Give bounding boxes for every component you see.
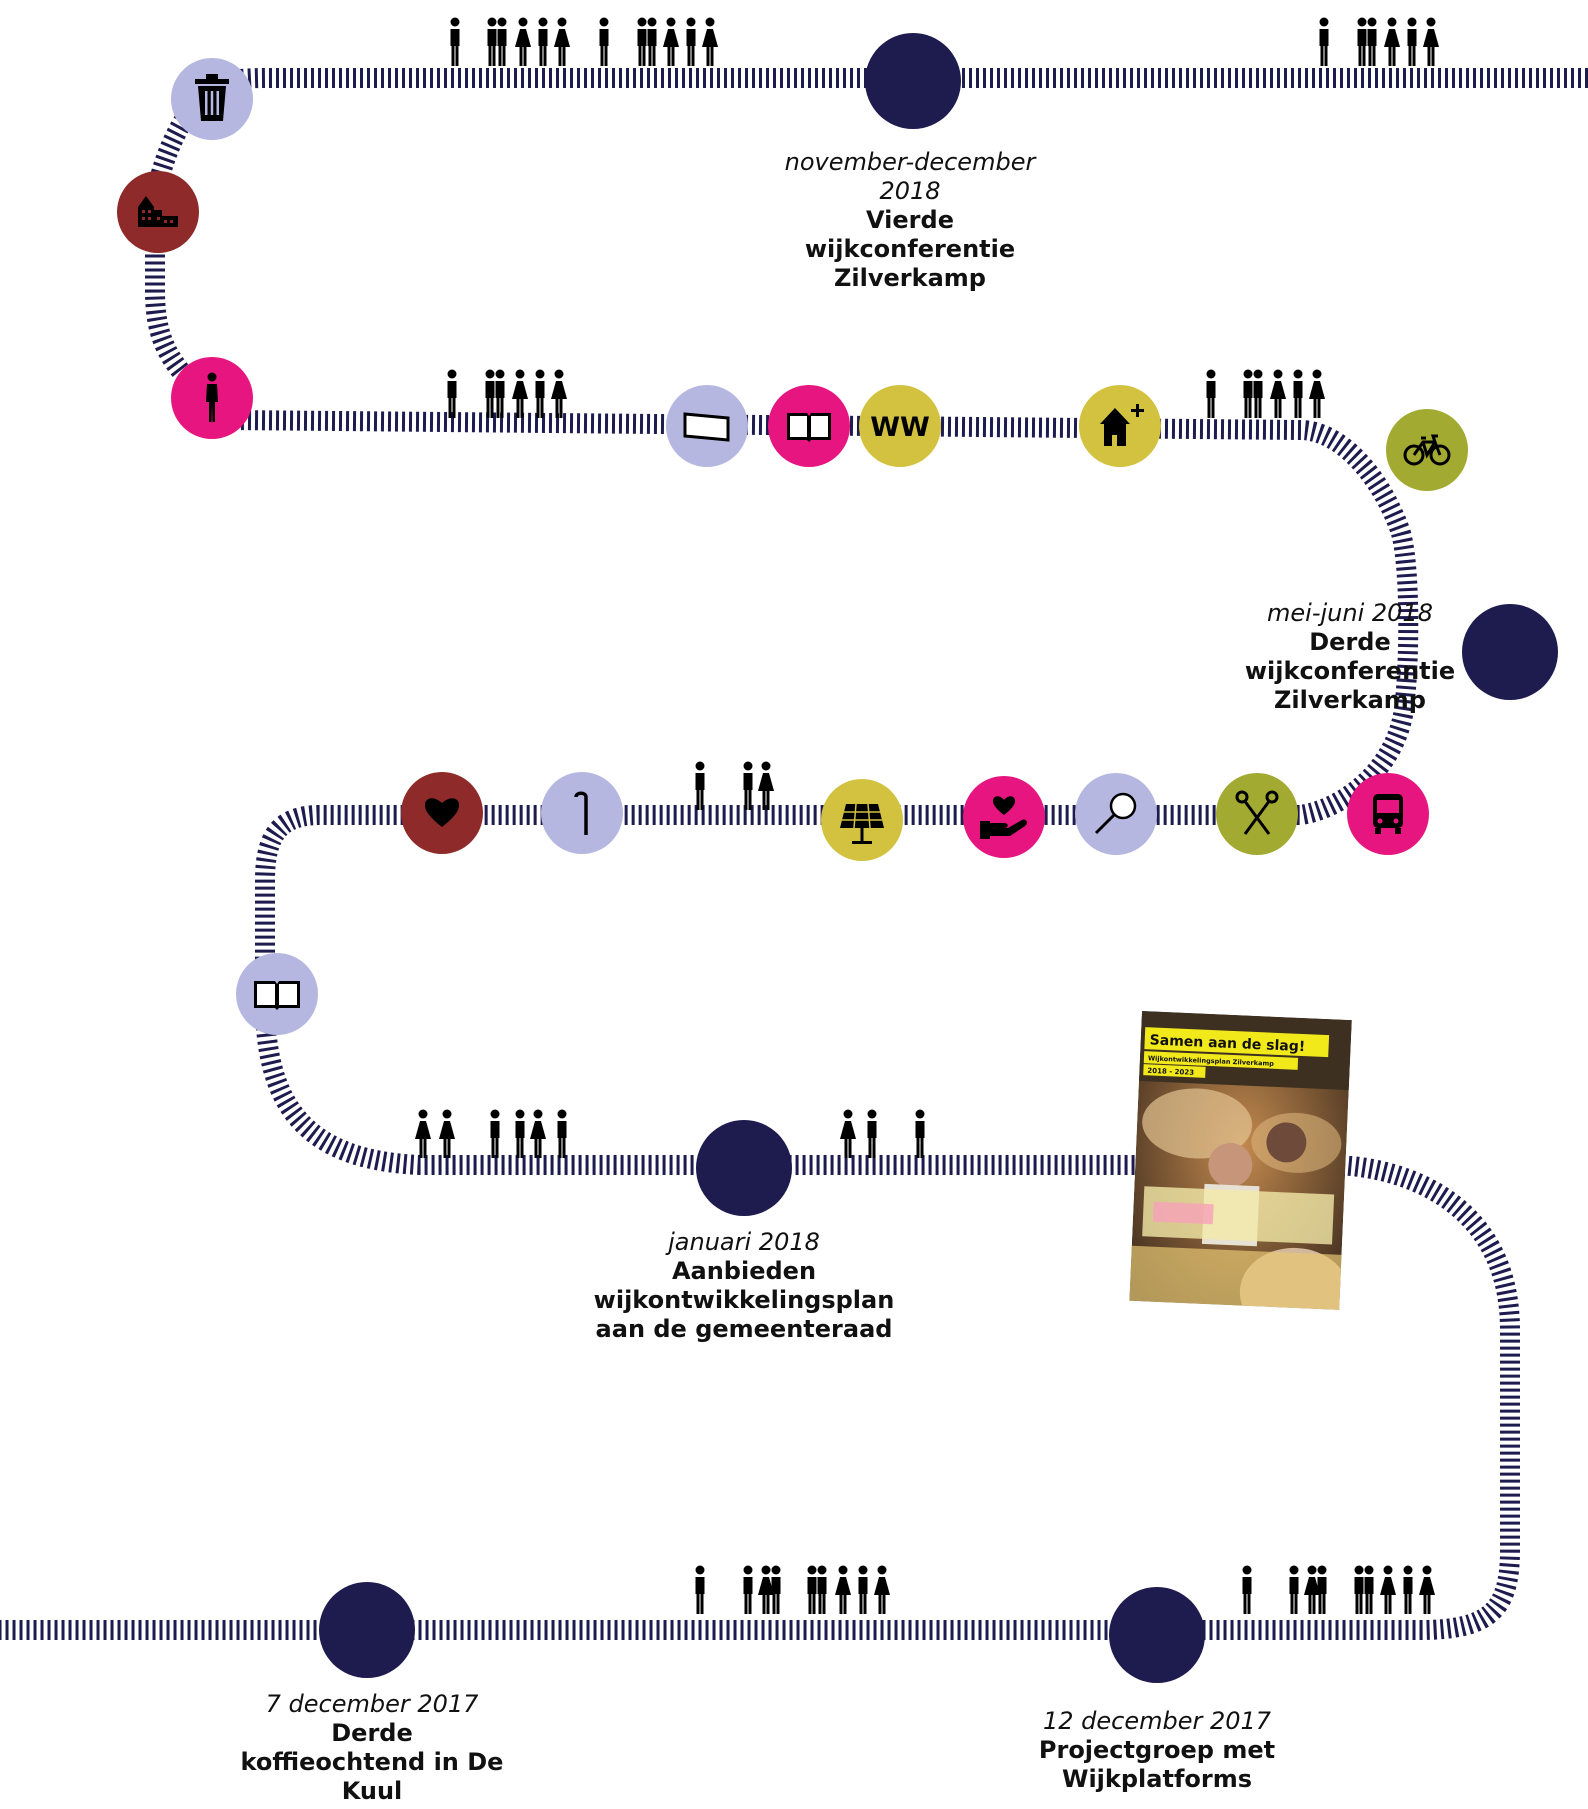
- person-icon: [702, 17, 718, 66]
- person-icon: [663, 17, 679, 66]
- road-segment-middle: [0, 698, 1520, 1640]
- walking-cane-icon: [541, 772, 623, 854]
- milestone-dot-7-dec-2017: [319, 1582, 415, 1678]
- buildings-icon: [117, 171, 199, 253]
- milestone-dot-12-dec-2017: [1109, 1587, 1205, 1683]
- couple-icon: [1358, 18, 1377, 67]
- person-icon: [743, 761, 753, 810]
- house-plus-icon: [1079, 385, 1161, 467]
- ww-icon-text: WW: [870, 412, 930, 443]
- bicycle-icon: [1386, 409, 1468, 491]
- scissors-icon: [1216, 773, 1298, 855]
- brochure-cover: Samen aan de slag! Wijkontwikkelingsplan…: [1129, 1011, 1352, 1310]
- milestone-date: mei-juni 2018: [1267, 599, 1433, 627]
- person-icon: [557, 1109, 567, 1158]
- milestone-title: Aanbieden wijkontwikkelingsplan aan de g…: [593, 1257, 895, 1343]
- milestone-title: Derde koffieochtend in De Kuul: [240, 1719, 504, 1805]
- person-icon: [515, 17, 531, 66]
- person-icon: [599, 17, 609, 66]
- person-icon: [695, 761, 705, 810]
- milestone-date: 12 december 2017: [1042, 1707, 1272, 1735]
- person-icon: [915, 1109, 925, 1158]
- bus-icon: [1347, 773, 1429, 855]
- person-icon: [1384, 17, 1400, 66]
- person-icon: [771, 1565, 781, 1614]
- milestone-dot-mei-juni-2018: [1462, 604, 1558, 700]
- person-icon: [1380, 1565, 1396, 1614]
- person-icon: [554, 17, 570, 66]
- people-fourth-row: [415, 1109, 925, 1158]
- couple-icon: [638, 18, 657, 67]
- milestone-label-jan-2018: januari 2018 Aanbieden wijkontwikkelings…: [584, 1228, 904, 1344]
- person-icon: [535, 369, 545, 418]
- person-icon: [1293, 369, 1303, 418]
- reading-book-icon: [236, 953, 318, 1035]
- milestone-date: november-december 2018: [784, 148, 1036, 205]
- person-icon: [1423, 17, 1439, 66]
- open-book-icon: [768, 385, 850, 467]
- person-icon: [1206, 369, 1216, 418]
- person-icon: [858, 1565, 868, 1614]
- person-icon: [867, 1109, 877, 1158]
- person-icon: [530, 1109, 546, 1158]
- milestone-date: januari 2018: [668, 1228, 820, 1256]
- milestone-label-mei-juni-2018: mei-juni 2018 Derde wijkconferentie Zilv…: [1230, 599, 1470, 715]
- timeline-road: [0, 68, 1588, 1640]
- person-icon: [1317, 1565, 1327, 1614]
- person-walking-icon: [171, 357, 253, 439]
- person-icon: [840, 1109, 856, 1158]
- person-icon: [450, 17, 460, 66]
- person-icon: [1403, 1565, 1413, 1614]
- person-icon: [1309, 369, 1325, 418]
- couple-icon: [488, 18, 507, 67]
- person-icon: [439, 1109, 455, 1158]
- person-icon: [758, 761, 774, 810]
- milestone-label-7-dec-2017: 7 december 2017 Derde koffieochtend in D…: [227, 1690, 517, 1806]
- person-icon: [1407, 17, 1417, 66]
- person-icon: [874, 1565, 890, 1614]
- milestone-title: Derde wijkconferentie Zilverkamp: [1244, 628, 1456, 714]
- milestone-title: Projectgroep met Wijkplatforms: [1038, 1736, 1276, 1793]
- person-icon: [415, 1109, 431, 1158]
- couple-icon: [1244, 370, 1263, 419]
- magnifier-icon: [1075, 773, 1157, 855]
- milestone-title: Vierde wijkconferentie Zilverkamp: [804, 206, 1016, 292]
- people-bottom: [695, 1565, 1435, 1615]
- person-icon: [835, 1565, 851, 1614]
- milestone-label-nov-dec-2018: november-december 2018 Vierde wijkconfer…: [760, 148, 1060, 293]
- heart-in-hand-icon: [963, 776, 1045, 858]
- person-icon: [538, 17, 548, 66]
- ww-icon: WW: [859, 385, 941, 467]
- brochure-title: Samen aan de slag!: [1149, 1032, 1305, 1055]
- couple-icon: [1355, 1566, 1374, 1615]
- person-icon: [512, 369, 528, 418]
- person-icon: [490, 1109, 500, 1158]
- person-icon: [447, 369, 457, 418]
- person-icon: [1419, 1565, 1435, 1614]
- people-third-row: [695, 761, 774, 810]
- trash-bin-icon: [171, 58, 253, 140]
- milestone-date: 7 december 2017: [265, 1690, 479, 1718]
- couple-icon: [808, 1566, 827, 1615]
- milestone-dot-nov-dec-2018: [865, 33, 961, 129]
- heart-icon: [401, 772, 483, 854]
- person-icon: [1242, 1565, 1252, 1614]
- person-icon: [686, 17, 696, 66]
- person-icon: [1319, 17, 1329, 66]
- person-icon: [1270, 369, 1286, 418]
- brochure-years: 2018 - 2023: [1147, 1067, 1194, 1077]
- milestone-dots: [319, 33, 1558, 1683]
- person-icon: [695, 1565, 705, 1614]
- solar-panel-icon: [821, 779, 903, 861]
- milestone-dot-jan-2018: [696, 1120, 792, 1216]
- couple-icon: [486, 370, 505, 419]
- person-icon: [551, 369, 567, 418]
- flyer-icon: [666, 385, 748, 467]
- person-icon: [743, 1565, 753, 1614]
- milestone-label-12-dec-2017: 12 december 2017 Projectgroep met Wijkpl…: [1012, 1707, 1302, 1794]
- person-icon: [515, 1109, 525, 1158]
- person-icon: [1289, 1565, 1299, 1614]
